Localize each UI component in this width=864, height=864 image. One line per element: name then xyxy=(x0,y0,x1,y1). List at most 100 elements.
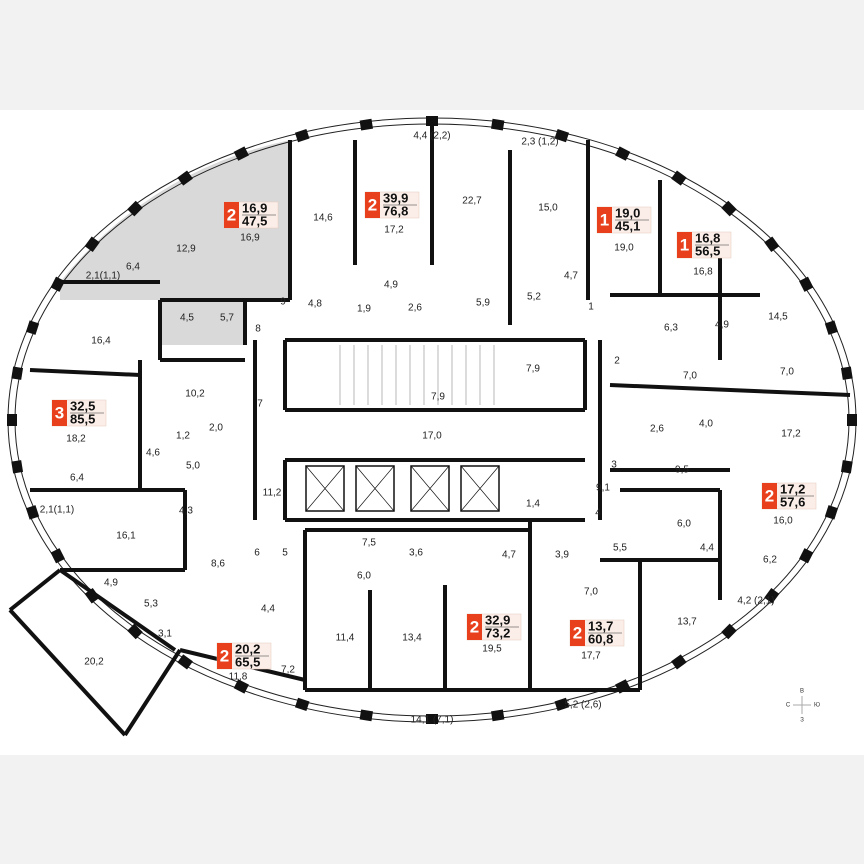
facade-column xyxy=(177,170,193,186)
room-area-label: 7,9 xyxy=(526,364,540,375)
facade-column xyxy=(233,679,249,694)
room-area-label: 6,0 xyxy=(357,571,371,582)
facade-column xyxy=(11,366,24,380)
selected-apartment-area[interactable] xyxy=(60,140,290,345)
facade-column xyxy=(671,170,687,186)
rooms-count: 1 xyxy=(600,210,609,229)
facade-column xyxy=(233,146,249,161)
facade-column xyxy=(554,129,570,143)
facade-column xyxy=(11,460,24,474)
wall xyxy=(123,648,182,737)
room-area-label: 5,7 xyxy=(220,313,234,324)
room-area-label: 10,2 xyxy=(185,389,205,400)
facade-column xyxy=(764,587,780,604)
rooms-count: 2 xyxy=(220,646,229,665)
room-area-label: 4,4 (2,2) xyxy=(413,131,450,142)
room-area-label: 13,4 xyxy=(402,633,422,644)
facade-column xyxy=(490,709,505,722)
room-area-label: 7,2 xyxy=(281,665,295,676)
room-area-label: 17,0 xyxy=(422,431,442,442)
facade-column xyxy=(840,460,853,474)
room-area-label: 4,4 xyxy=(700,543,714,554)
elevator-shaft xyxy=(460,465,500,512)
room-area-label: 5 xyxy=(282,548,288,559)
facade-column xyxy=(824,505,839,520)
facade-column xyxy=(847,414,857,426)
room-area-label: 6,3 xyxy=(664,323,678,334)
elevator-shaft xyxy=(355,465,395,512)
total-area: 76,8 xyxy=(383,203,408,218)
rooms-count-box xyxy=(52,400,67,426)
facade-column xyxy=(127,200,143,217)
facade-column xyxy=(294,697,310,711)
room-area-label: 9,5 xyxy=(675,465,689,476)
total-area: 73,2 xyxy=(485,625,510,640)
wall xyxy=(609,383,851,397)
room-area-label: 4,9 xyxy=(104,578,118,589)
room-area-label: 2,3 (1,2) xyxy=(521,137,558,148)
living-area: 13,7 xyxy=(588,618,613,633)
elevator-cross xyxy=(410,465,450,512)
facade-column xyxy=(554,697,570,711)
living-area: 20,2 xyxy=(235,641,260,656)
room-area-label: 7,0 xyxy=(584,587,598,598)
room-area-label: 15,0 xyxy=(538,203,558,214)
room-area-label: 16,0 xyxy=(773,516,793,527)
room-area-label: 18,2 xyxy=(66,434,86,445)
total-area: 47,5 xyxy=(242,213,267,228)
room-area-label: 4,6 xyxy=(146,448,160,459)
rooms-count-box xyxy=(677,232,692,258)
room-area-label: 5,9 xyxy=(476,298,490,309)
facade-column xyxy=(359,118,374,131)
room-area-label: 6 xyxy=(254,548,260,559)
rooms-count: 1 xyxy=(680,235,689,254)
facade-column xyxy=(7,414,17,426)
facade-column xyxy=(824,320,839,335)
rooms-count-box xyxy=(224,202,239,228)
total-area: 85,5 xyxy=(70,411,95,426)
facade-column xyxy=(84,236,100,253)
room-area-label: 16,9 xyxy=(240,233,260,244)
living-area: 19,0 xyxy=(615,205,640,220)
facade-column xyxy=(50,548,65,564)
compass-east: Ю xyxy=(814,703,820,709)
room-area-label: 3,1 xyxy=(158,629,172,640)
room-area-label: 14,5 xyxy=(768,312,788,323)
room-area-label: 3,9 xyxy=(555,550,569,561)
facade-column xyxy=(721,200,737,217)
compass: В С Ю З xyxy=(786,689,820,724)
wall xyxy=(58,568,177,652)
elevator-cross xyxy=(305,465,345,512)
rooms-count-box xyxy=(217,643,232,669)
room-area-label: 4,0 xyxy=(699,419,713,430)
room-area-label: 4,7 xyxy=(502,550,516,561)
room-area-label: 1 xyxy=(588,302,594,313)
room-area-label: 11,4 xyxy=(336,633,355,644)
room-area-label: 3 xyxy=(611,460,617,471)
room-area-label: 20,2 xyxy=(84,657,104,668)
room-area-label: 4,8 xyxy=(308,299,322,310)
compass-icon xyxy=(793,696,811,714)
facade-column xyxy=(799,276,814,292)
room-area-label: 5,2 xyxy=(527,292,541,303)
facade-column xyxy=(359,709,374,722)
rooms-count-box xyxy=(762,483,777,509)
living-area: 32,5 xyxy=(70,398,95,413)
rooms-count: 2 xyxy=(227,205,236,224)
total-area: 56,5 xyxy=(695,243,720,258)
room-area-label: 4,4 xyxy=(261,604,275,615)
room-area-label: 4,7 xyxy=(564,271,578,282)
room-area-label: 2,6 xyxy=(408,303,422,314)
living-area: 39,9 xyxy=(383,190,408,205)
